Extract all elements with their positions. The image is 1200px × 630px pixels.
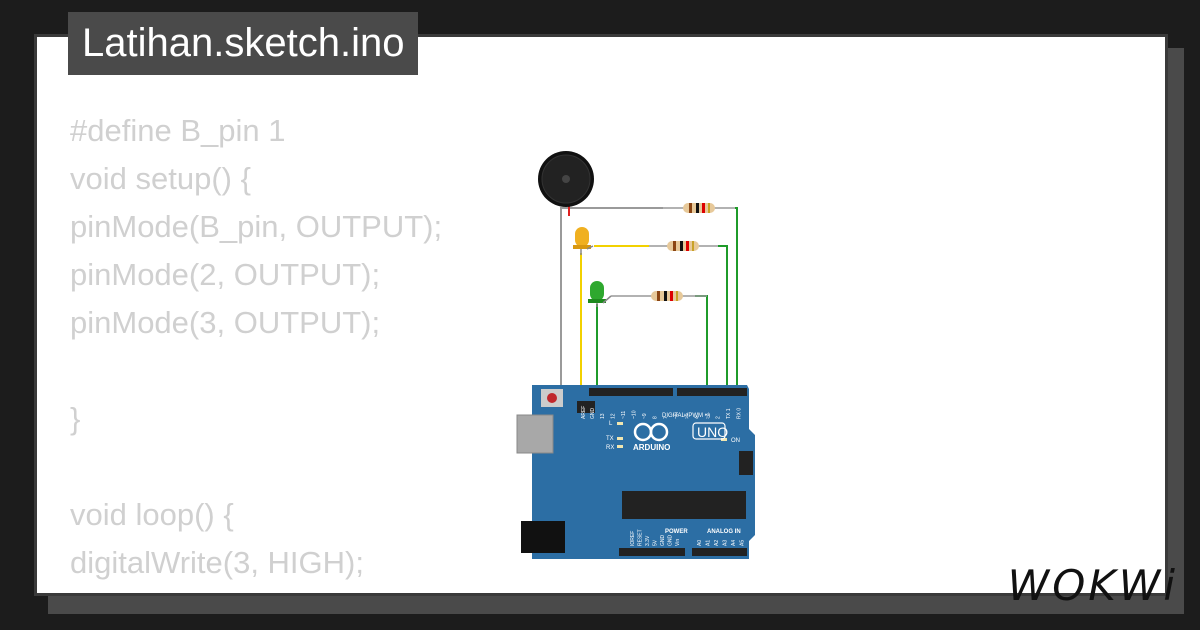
pin-label: 12 bbox=[611, 413, 617, 419]
on-label: ON bbox=[731, 438, 740, 444]
wire-green-led bbox=[596, 304, 601, 393]
pin-label: GND bbox=[668, 535, 674, 547]
board-model: UNO bbox=[697, 424, 728, 440]
pin-label: A3 bbox=[723, 540, 729, 546]
pin-label: ~10 bbox=[632, 410, 638, 419]
pin-label: TX 1 bbox=[726, 408, 732, 419]
power-header-label: POWER bbox=[665, 529, 688, 535]
tx-label: TX bbox=[606, 436, 614, 442]
arduino-uno-board: UNO ARDUINO DIGITAL (PWM ~) ON L TX RX P… bbox=[516, 385, 755, 559]
rx-label: RX bbox=[606, 445, 614, 451]
pin-label: A0 bbox=[697, 540, 703, 546]
code-line: void loop() { bbox=[70, 497, 234, 532]
sketch-title: Latihan.sketch.ino bbox=[68, 12, 419, 75]
wires bbox=[560, 195, 738, 393]
code-line: #define B_pin 1 bbox=[70, 113, 286, 148]
pin-label: A4 bbox=[731, 540, 737, 546]
pin-label: A2 bbox=[714, 540, 720, 546]
resistor bbox=[611, 291, 707, 301]
resistor bbox=[662, 203, 735, 213]
pin-label: 4 bbox=[695, 416, 701, 419]
power-jack bbox=[521, 521, 565, 553]
pin-label: ~11 bbox=[621, 411, 627, 419]
pin-label: ~5 bbox=[684, 413, 690, 419]
pin-label: IOREF bbox=[630, 531, 636, 546]
resistor bbox=[649, 241, 718, 251]
code-line: pinMode(3, OUTPUT); bbox=[70, 305, 381, 340]
pin-label: 13 bbox=[600, 413, 606, 419]
pin-label: RESET bbox=[638, 529, 644, 546]
pin-label: 7 bbox=[663, 416, 669, 419]
code-line: pinMode(B_pin, OUTPUT); bbox=[70, 209, 443, 244]
pin-label: 8 bbox=[653, 416, 659, 419]
wire-green-r2 bbox=[718, 245, 728, 392]
wire-green-r3 bbox=[695, 295, 708, 392]
code-preview: #define B_pin 1 void setup() { pinMode(B… bbox=[70, 107, 490, 593]
board-brand: ARDUINO bbox=[633, 443, 670, 452]
pin-label: 2 bbox=[716, 416, 722, 419]
preview-card: #define B_pin 1 void setup() { pinMode(B… bbox=[34, 34, 1168, 596]
digital-header-label: DIGITAL (PWM ~) bbox=[662, 413, 710, 419]
pin-label: RX 0 bbox=[737, 408, 743, 419]
code-line bbox=[70, 443, 490, 491]
code-line: digitalWrite(3, LOW); bbox=[70, 587, 490, 593]
pin-label: 5V bbox=[653, 539, 659, 546]
pin-label: A1 bbox=[706, 540, 712, 546]
code-line: digitalWrite(3, HIGH); bbox=[70, 545, 364, 580]
circuit-diagram: UNO ARDUINO DIGITAL (PWM ~) ON L TX RX P… bbox=[516, 151, 755, 559]
code-line: } bbox=[70, 401, 81, 436]
led-green bbox=[588, 281, 612, 307]
pin-label: ~9 bbox=[642, 413, 648, 419]
pin-label: 3.3V bbox=[645, 535, 651, 546]
l-label: L bbox=[609, 421, 613, 427]
wokwi-logo: WOKWi bbox=[1007, 561, 1178, 610]
pin-label: GND bbox=[660, 535, 666, 547]
code-line bbox=[70, 347, 490, 395]
usb-port bbox=[516, 414, 554, 454]
code-line: pinMode(2, OUTPUT); bbox=[70, 257, 381, 292]
led-yellow bbox=[573, 227, 594, 255]
aref-label: AREF bbox=[581, 406, 587, 419]
pin-label: Vin bbox=[675, 539, 681, 546]
buzzer bbox=[538, 151, 594, 207]
pin-label: ~6 bbox=[674, 413, 680, 419]
code-line: void setup() { bbox=[70, 161, 251, 196]
top-pin-labels: 13 12 ~11 ~10 ~9 8 7 ~6 ~5 4 ~3 2 TX 1 RX 0 bbox=[600, 408, 743, 419]
gnd-label: GND bbox=[590, 408, 596, 420]
analog-header-label: ANALOG IN bbox=[707, 529, 741, 535]
microcontroller-chip bbox=[622, 491, 746, 519]
wire-green-r1 bbox=[735, 207, 738, 392]
pin-label: A5 bbox=[740, 540, 746, 546]
pin-label: ~3 bbox=[705, 413, 711, 419]
wire-yellow-gnd bbox=[580, 253, 589, 393]
